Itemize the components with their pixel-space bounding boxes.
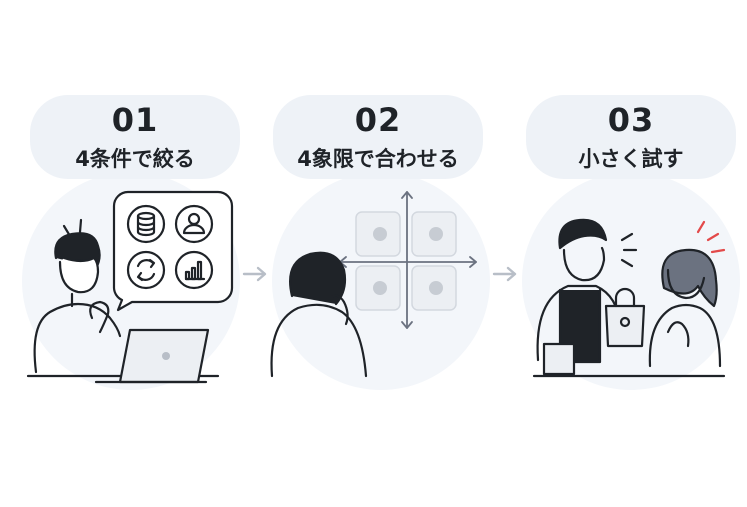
- step-3-label: 小さく試す: [578, 147, 684, 171]
- step-1-pill: [30, 95, 240, 179]
- person-from-behind: [270, 251, 368, 378]
- step-2-number: 02: [354, 101, 402, 139]
- step-3-number: 03: [607, 101, 655, 139]
- arrow-2-icon: [492, 266, 517, 282]
- excitement-marks-icon: [696, 220, 726, 254]
- step-2-label: 4象限で合わせる: [297, 147, 459, 171]
- database-icon: [126, 204, 166, 244]
- step-3-pill: [526, 95, 736, 179]
- step-2-pill: [273, 95, 483, 179]
- customer: [648, 248, 722, 368]
- refresh-icon: [126, 250, 166, 290]
- register-stand: [532, 342, 726, 378]
- shopping-bag-icon: [604, 287, 646, 348]
- laptop-icon: [94, 328, 210, 384]
- thought-bubble: [112, 190, 234, 312]
- step-1-label: 4条件で絞る: [75, 147, 195, 171]
- quadrant-matrix-icon: [339, 191, 477, 329]
- arrow-1-icon: [242, 266, 267, 282]
- speech-marks-icon: [620, 232, 638, 268]
- bar-chart-icon: [174, 250, 214, 290]
- step-1-number: 01: [111, 101, 159, 139]
- user-icon: [174, 204, 214, 244]
